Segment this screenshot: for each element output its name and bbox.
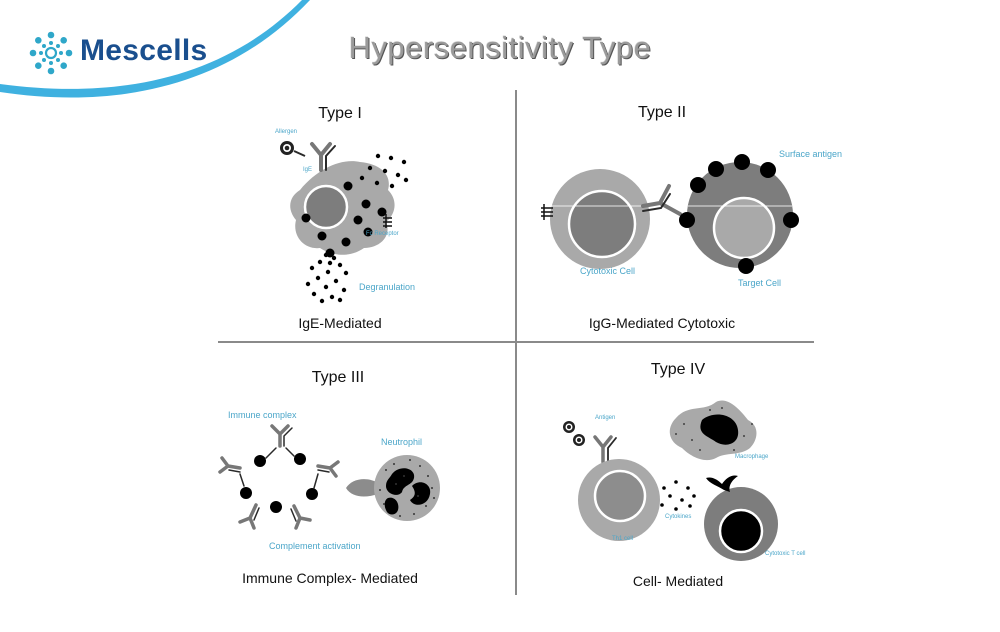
immune-complex (218, 424, 340, 530)
cytokines-label: Cytokines (665, 514, 692, 520)
cytotoxic-t-cell (704, 475, 778, 561)
tcell-receptor-icon (593, 435, 617, 464)
th1-cell (578, 459, 660, 541)
horizontal-divider (218, 341, 814, 343)
ige-label: IgE (303, 167, 313, 173)
cytotoxic-cell (549, 169, 650, 269)
type1-title: Type I (318, 105, 362, 122)
cytokines (660, 480, 696, 511)
fc-receptor-icon (383, 214, 392, 228)
type2-title: Type II (637, 104, 687, 121)
allergen-label: Allergen (275, 129, 298, 135)
macrophage (669, 400, 757, 461)
mescells-logo-icon (29, 31, 73, 75)
neutrophil (346, 455, 440, 521)
cytotoxic-cell-label: Cytotoxic Cell (580, 266, 636, 276)
type3-title: Type III (311, 369, 365, 386)
page-title: Hypersensitivity Type (348, 30, 652, 65)
type4-title: Type IV (650, 361, 706, 378)
antigen-icon (563, 421, 585, 446)
macrophage-label: Macrophage (735, 454, 769, 460)
immune-complex-label: Immune complex (228, 410, 297, 420)
th1-cell-label: Th1 cell (612, 536, 634, 542)
type4-caption: Cell- Mediated (632, 573, 724, 589)
target-cell-label: Target Cell (738, 278, 782, 288)
neutrophil-label: Neutrophil (381, 437, 423, 447)
surface-antigen-label: Surface antigen (779, 149, 843, 159)
type3-caption: Immune Complex- Mediated (242, 570, 418, 586)
type2-caption: IgG-Mediated Cytotoxic (588, 315, 736, 331)
degranulation-label: Degranulation (359, 282, 416, 292)
brand-name: Mescells (80, 34, 208, 67)
cytotoxic-t-cell-label: Cytotoxic T cell (765, 551, 806, 557)
mast-cell (290, 161, 395, 258)
fc-receptor-label: Fc Receptor (366, 231, 399, 237)
vertical-divider (515, 90, 517, 595)
allergen-icon (280, 141, 306, 157)
target-cell (679, 154, 799, 274)
cytotoxic-cell-receptor-icon (541, 204, 553, 220)
ige-antibody-icon (310, 142, 336, 172)
igg-antibody-icon (641, 184, 682, 216)
type1-caption: IgE-Mediated (298, 315, 382, 331)
complement-activation-label: Complement activation (269, 541, 361, 551)
antigen-label: Antigen (595, 415, 616, 421)
released-granules (359, 153, 409, 189)
degranulation-granules (305, 252, 349, 304)
